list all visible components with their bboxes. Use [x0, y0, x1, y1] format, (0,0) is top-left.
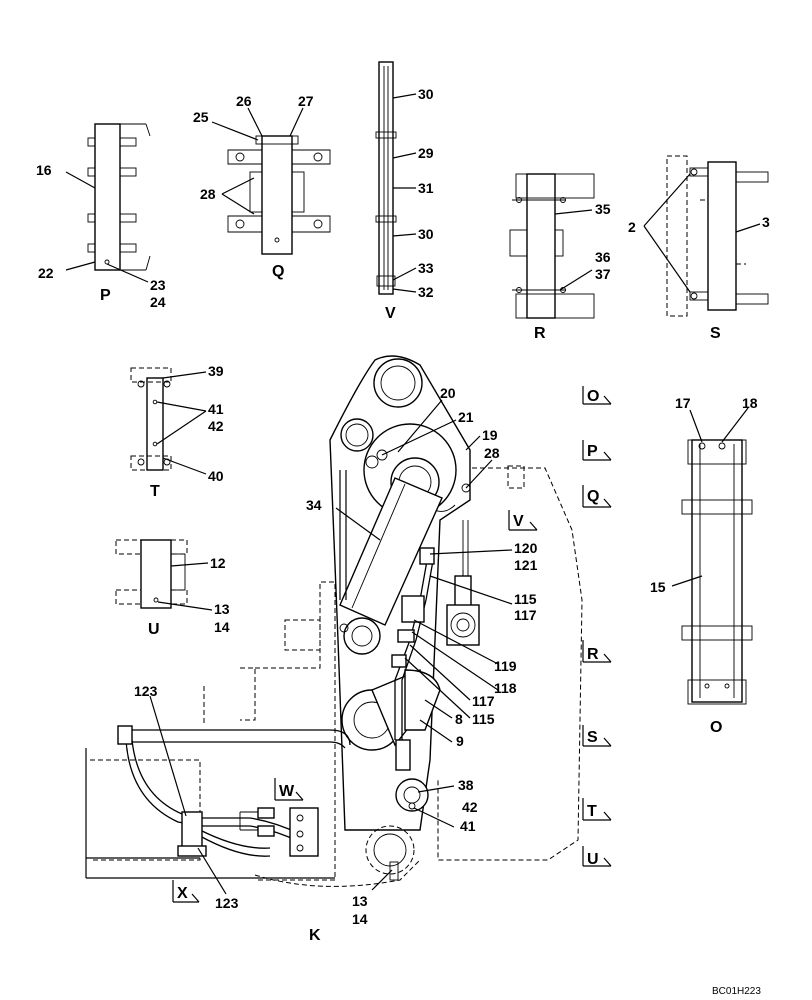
callout-41: 41: [460, 818, 476, 834]
callout-40: 40: [208, 468, 224, 484]
callout-13: 13: [214, 601, 230, 617]
callout-27: 27: [298, 93, 314, 109]
callout-121: 121: [514, 557, 538, 573]
view-s: 2 3 S: [628, 155, 770, 342]
callout-117: 117: [514, 607, 537, 623]
callout-123: 123: [215, 895, 239, 911]
callout-9: 9: [456, 733, 464, 749]
view-label-k: K: [309, 927, 321, 944]
callout-22: 22: [38, 265, 54, 281]
view-r: 35 36 37 R: [509, 173, 611, 342]
callout-31: 31: [418, 180, 434, 196]
callout-30: 30: [418, 226, 434, 242]
callout-2: 2: [628, 219, 636, 235]
view-marker-x: X: [172, 880, 200, 903]
view-label-v: V: [385, 305, 396, 322]
view-q: 25 26 27 28 Q: [193, 93, 331, 280]
callout-25: 25: [193, 109, 209, 125]
callout-14: 14: [214, 619, 230, 635]
callout-41: 41: [208, 401, 224, 417]
callout-118: 118: [494, 680, 517, 696]
view-label-t: T: [150, 483, 160, 500]
view-marker-o: O: [582, 386, 612, 405]
callout-19: 19: [482, 427, 498, 443]
view-marker-p: P: [582, 440, 612, 461]
svg-text:P: P: [587, 443, 598, 460]
callout-18: 18: [742, 395, 758, 411]
view-label-r: R: [534, 325, 546, 342]
view-marker-r: R: [582, 640, 612, 663]
drawing-code: BC01H223: [712, 986, 761, 997]
callout-26: 26: [236, 93, 252, 109]
callout-21: 21: [458, 409, 474, 425]
callout-34: 34: [306, 497, 322, 513]
view-marker-t: T: [582, 798, 612, 821]
callout-23: 23: [150, 277, 166, 293]
callout-115: 115: [472, 711, 495, 727]
callout-33: 33: [418, 260, 434, 276]
callout-123: 123: [134, 683, 158, 699]
view-v: 30 29 31 30 33 32 V: [375, 61, 434, 322]
svg-text:T: T: [587, 803, 597, 820]
callout-115: 115: [514, 591, 537, 607]
view-marker-v: V: [508, 510, 538, 531]
view-label-o: O: [710, 719, 722, 736]
view-label-s: S: [710, 325, 721, 342]
callout-8: 8: [455, 711, 463, 727]
callout-29: 29: [418, 145, 434, 161]
main-view-k: 20 21 19 28 34 120 121 115 117 119 118 1…: [85, 355, 583, 944]
svg-text:R: R: [587, 646, 599, 663]
view-label-p: P: [100, 287, 111, 304]
svg-text:U: U: [587, 851, 599, 868]
view-u: 12 13 14 U: [115, 539, 230, 638]
callout-120: 120: [514, 540, 538, 556]
callout-28: 28: [200, 186, 216, 202]
callout-35: 35: [595, 201, 611, 217]
svg-text:X: X: [177, 885, 188, 902]
view-marker-w: W: [274, 778, 304, 801]
callout-117: 117: [472, 693, 495, 709]
callout-119: 119: [494, 658, 517, 674]
callout-14: 14: [352, 911, 368, 927]
callout-42: 42: [208, 418, 224, 434]
callout-36: 36: [595, 249, 611, 265]
svg-text:O: O: [587, 388, 599, 405]
view-p: 16 22 23 24 P: [36, 123, 166, 310]
svg-text:W: W: [279, 783, 295, 800]
callout-38: 38: [458, 777, 474, 793]
view-marker-q: Q: [582, 485, 612, 508]
callout-42: 42: [462, 799, 478, 815]
callout-37: 37: [595, 266, 611, 282]
view-marker-u: U: [582, 846, 612, 868]
view-markers: O P Q V R S T U: [172, 386, 612, 903]
view-label-q: Q: [272, 263, 284, 280]
view-t: 39 41 42 40 T: [130, 363, 224, 500]
svg-text:S: S: [587, 729, 598, 746]
callout-3: 3: [762, 214, 770, 230]
svg-text:V: V: [513, 513, 524, 530]
callout-32: 32: [418, 284, 434, 300]
callout-30: 30: [418, 86, 434, 102]
callout-13: 13: [352, 893, 368, 909]
view-marker-s: S: [582, 725, 612, 747]
svg-text:Q: Q: [587, 488, 599, 505]
callout-20: 20: [440, 385, 456, 401]
callout-12: 12: [210, 555, 226, 571]
callout-15: 15: [650, 579, 666, 595]
view-label-u: U: [148, 621, 160, 638]
callout-39: 39: [208, 363, 224, 379]
callout-28: 28: [484, 445, 500, 461]
callout-16: 16: [36, 162, 52, 178]
callout-17: 17: [675, 395, 691, 411]
callout-24: 24: [150, 294, 166, 310]
view-o: 17 18 15 O: [650, 395, 758, 736]
